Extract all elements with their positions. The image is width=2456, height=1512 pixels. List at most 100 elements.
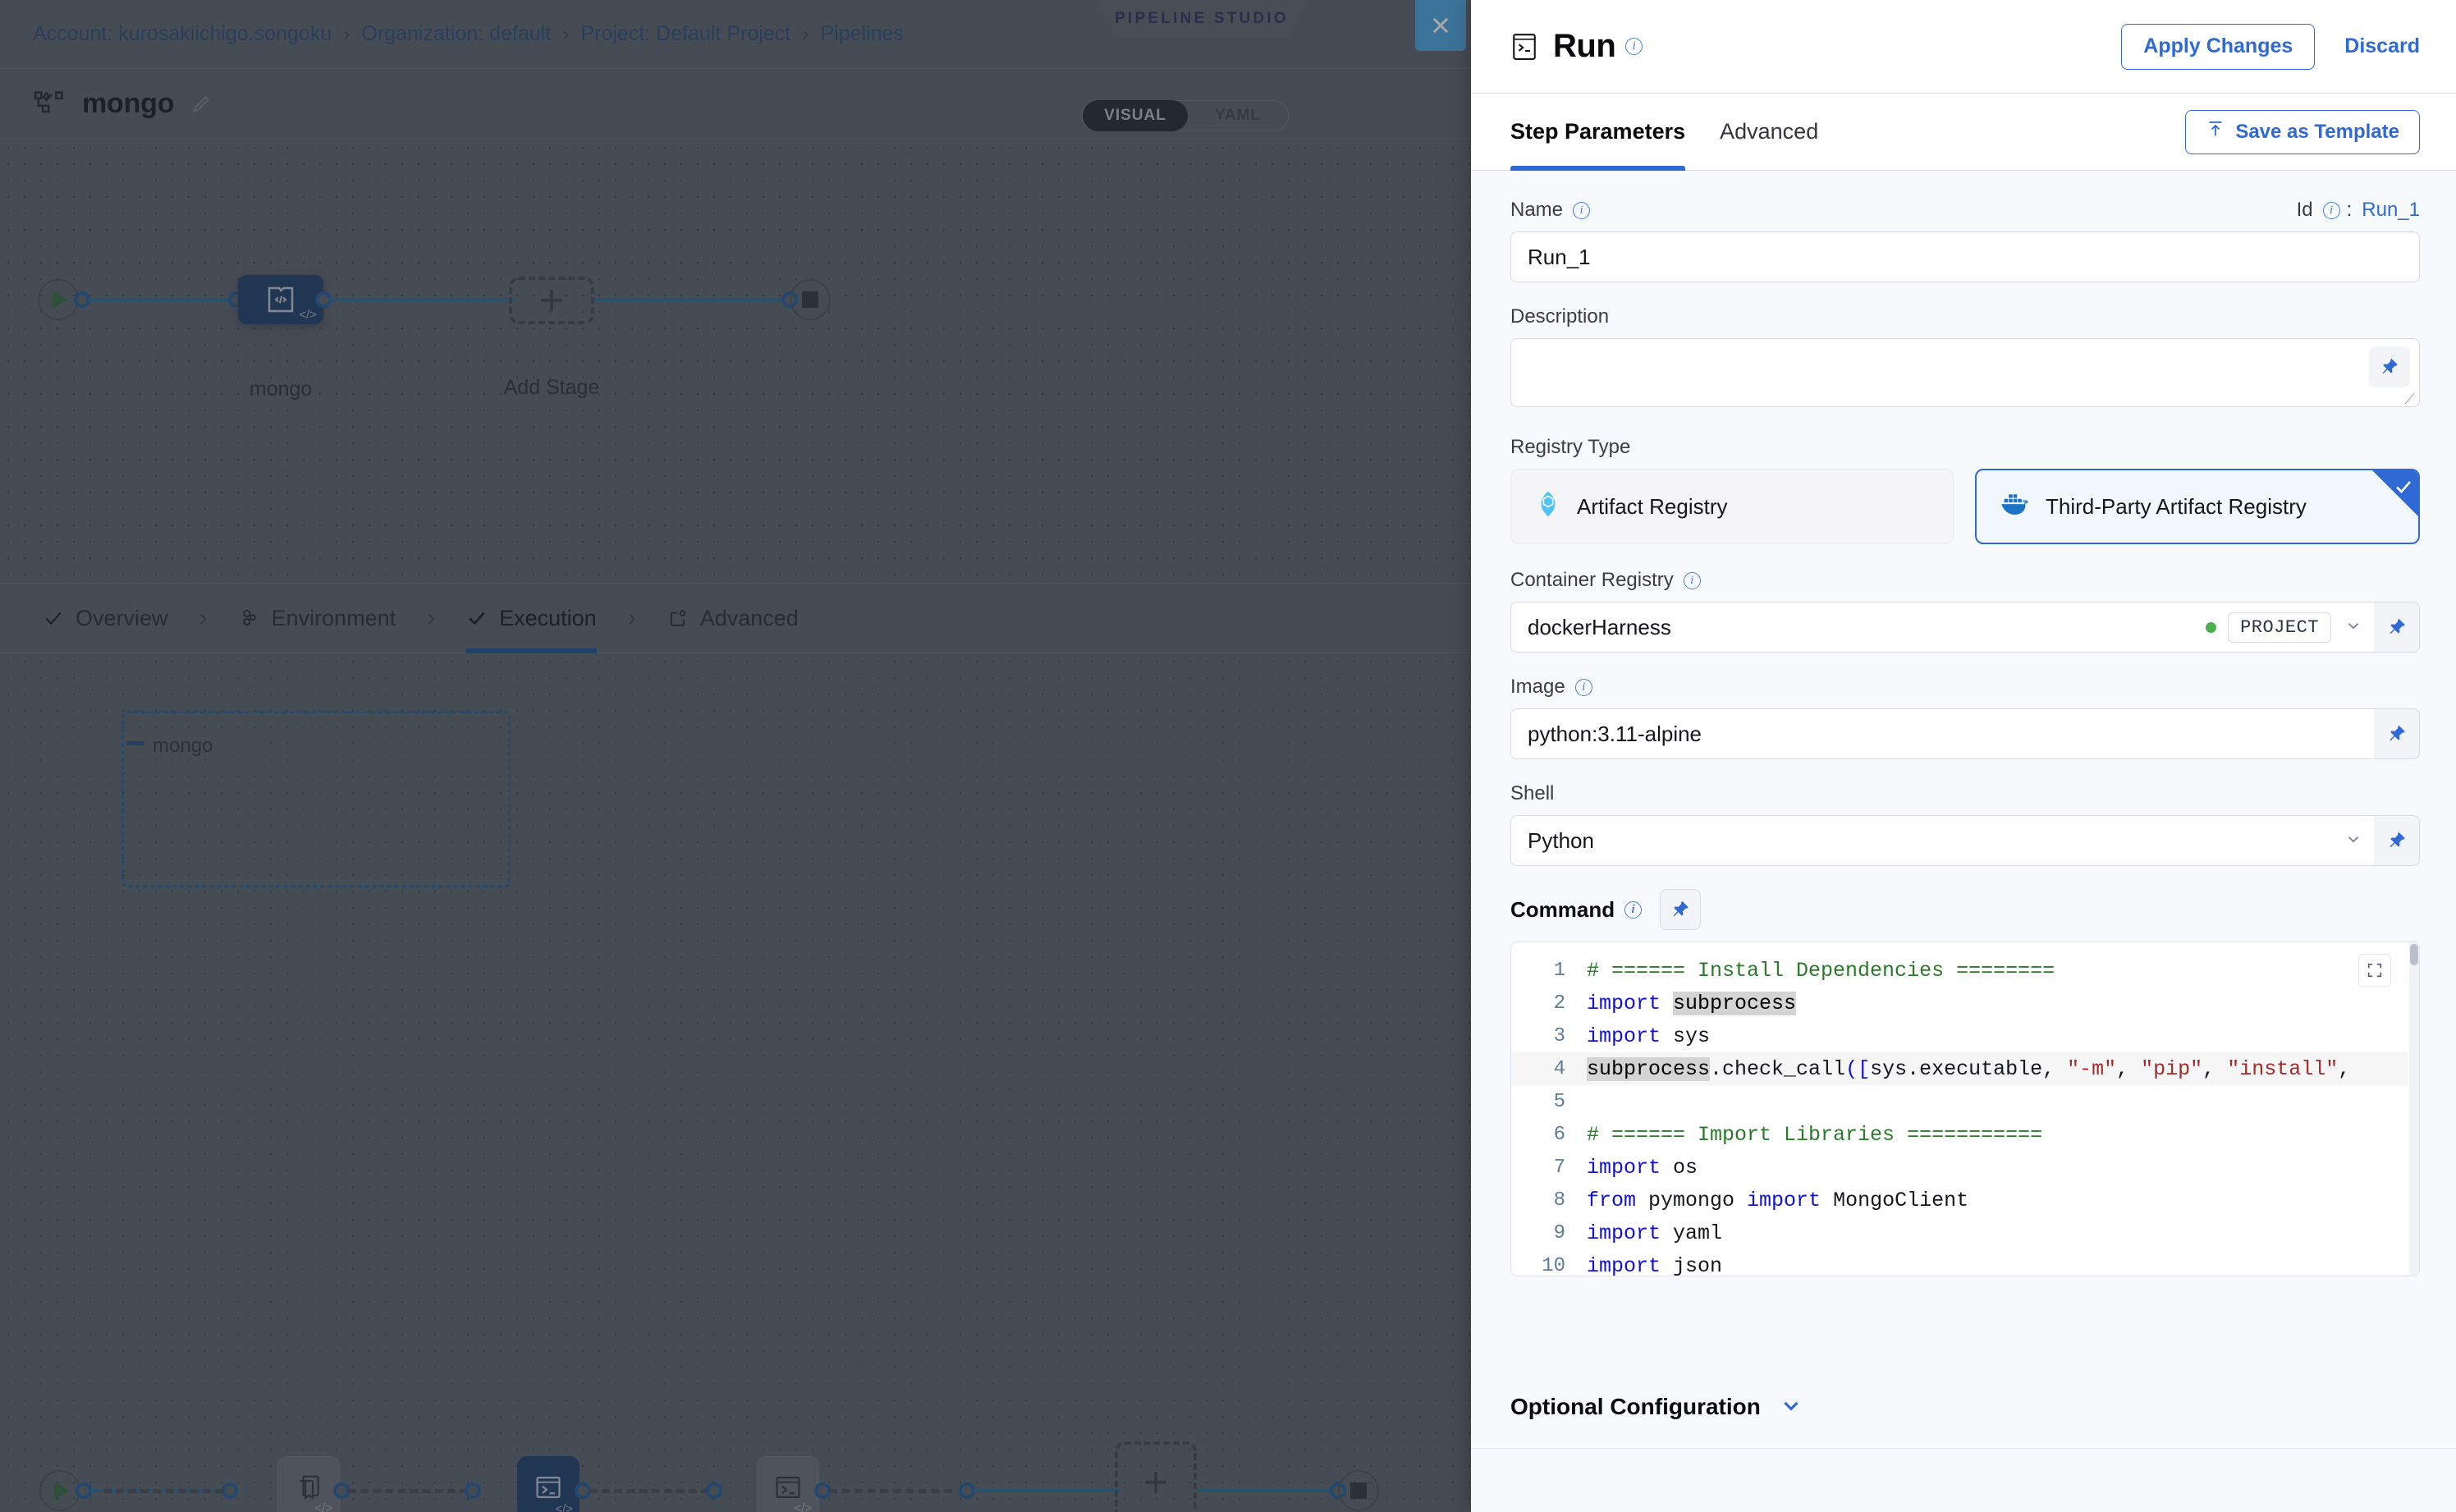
play-icon — [54, 1482, 69, 1500]
chevron-down-icon[interactable] — [2344, 616, 2362, 639]
breadcrumb-item-organization[interactable]: Organization: default — [361, 22, 551, 46]
add-step-button[interactable]: + — [1115, 1441, 1197, 1512]
edge-add-to-end — [594, 298, 790, 301]
code-line: 5 — [1511, 1085, 2408, 1118]
shell-select[interactable]: Python — [1510, 815, 2374, 866]
panel-title: Run — [1553, 28, 1615, 65]
code-token: sys.executable, — [1870, 1057, 2067, 1081]
save-as-template-button[interactable]: Save as Template — [2185, 110, 2420, 154]
minus-icon[interactable] — [126, 741, 144, 745]
code-token: , — [2116, 1057, 2141, 1081]
toggle-option-visual[interactable]: VISUAL — [1083, 100, 1188, 131]
edge-start-to-stage — [89, 298, 235, 301]
step-node-gitclone-1[interactable]: </> — [277, 1456, 340, 1512]
breadcrumb-item-pipelines[interactable]: Pipelines — [820, 22, 903, 46]
description-textarea[interactable] — [1510, 338, 2420, 407]
info-icon[interactable]: i — [2323, 202, 2340, 219]
id-label: Id — [2297, 199, 2313, 222]
tab-overview[interactable]: Overview — [43, 583, 168, 653]
discard-button[interactable]: Discard — [2344, 34, 2420, 58]
code-line-content: subprocess.check_call([sys.executable, "… — [1587, 1057, 2408, 1081]
apply-changes-button[interactable]: Apply Changes — [2121, 24, 2315, 70]
code-token: import — [1587, 1156, 1661, 1180]
step-3-out-port — [814, 1482, 831, 1499]
stage-node-mongo[interactable]: </> — [238, 275, 323, 324]
code-line-number: 6 — [1511, 1124, 1587, 1146]
command-code-editor[interactable]: 1# ====== Install Dependencies ========2… — [1510, 942, 2420, 1276]
check-icon — [43, 607, 64, 629]
stop-icon — [1350, 1482, 1367, 1499]
step-code-badge: </> — [794, 1501, 812, 1512]
registry-option-artifact-registry[interactable]: Artifact Registry — [1510, 469, 1954, 544]
code-line-number: 5 — [1511, 1091, 1587, 1113]
view-mode-toggle[interactable]: VISUAL YAML — [1082, 100, 1289, 131]
info-icon[interactable]: i — [1684, 572, 1701, 589]
pin-icon[interactable] — [2374, 602, 2420, 653]
terminal-step-icon — [1510, 31, 1538, 62]
code-token: import — [1587, 1254, 1661, 1277]
info-icon[interactable]: i — [1573, 202, 1590, 219]
info-icon[interactable]: i — [1575, 679, 1592, 696]
resize-handle[interactable]: ⟋ — [2404, 391, 2415, 408]
shell-label: Shell — [1510, 782, 2420, 805]
check-icon — [466, 607, 488, 629]
code-token: # ====== Install Dependencies ======== — [1587, 959, 2055, 983]
pin-icon[interactable] — [2374, 815, 2420, 866]
git-clone-icon — [292, 1471, 325, 1504]
edge-add-step-to-end — [1197, 1489, 1338, 1492]
name-input[interactable] — [1510, 231, 2420, 282]
optional-configuration-toggle[interactable]: Optional Configuration — [1510, 1366, 1803, 1448]
tab-advanced[interactable]: Advanced — [667, 583, 799, 653]
panel-body: Name i Id i : Run_1 Description — [1471, 171, 2456, 1448]
info-icon[interactable]: i — [1624, 901, 1642, 919]
tab-environment[interactable]: Environment — [239, 583, 396, 653]
info-icon[interactable]: i — [1625, 38, 1643, 55]
code-scrollbar-thumb[interactable] — [2410, 944, 2418, 965]
code-line-content: import os — [1587, 1156, 2408, 1180]
edge-group-to-add-step — [974, 1489, 1120, 1492]
toggle-option-yaml[interactable]: YAML — [1188, 100, 1288, 131]
breadcrumb-item-project[interactable]: Project: Default Project — [580, 22, 790, 46]
start-port — [74, 291, 90, 308]
breadcrumb-separator: › — [343, 22, 350, 46]
code-token: from — [1587, 1189, 1636, 1212]
step-node-run-1[interactable]: </> — [517, 1456, 580, 1512]
code-token: MongoClient — [1821, 1189, 1968, 1212]
tab-advanced[interactable]: Advanced — [1720, 94, 1818, 171]
tab-step-parameters[interactable]: Step Parameters — [1510, 94, 1685, 171]
registry-option-label: Artifact Registry — [1577, 494, 1728, 520]
optional-configuration-label: Optional Configuration — [1510, 1394, 1761, 1420]
close-panel-button[interactable] — [1415, 0, 1466, 51]
shell-field: Python — [1510, 815, 2420, 866]
registry-option-third-party-artifact-registry[interactable]: Third-Party Artifact Registry — [1975, 469, 2420, 544]
save-as-template-label: Save as Template — [2235, 121, 2399, 144]
step-node-run-2[interactable]: </> — [757, 1456, 819, 1512]
container-registry-select[interactable]: dockerHarness PROJECT — [1510, 602, 2374, 653]
chevron-down-icon[interactable] — [2344, 830, 2362, 852]
code-line: 6# ====== Import Libraries =========== — [1511, 1118, 2408, 1151]
tab-execution[interactable]: Execution — [466, 583, 597, 653]
breadcrumb-item-account[interactable]: Account: kurosakiichigo.songoku — [33, 22, 332, 46]
code-token — [1661, 992, 1673, 1015]
shell-value: Python — [1528, 828, 2331, 854]
image-field — [1510, 708, 2420, 759]
tab-label: Advanced — [1720, 119, 1818, 144]
image-label-wrap: Image i — [1510, 676, 2420, 699]
expand-icon[interactable] — [2358, 954, 2391, 987]
code-token: import — [1587, 1221, 1661, 1245]
pin-icon[interactable] — [1660, 889, 1701, 930]
code-line-number: 10 — [1511, 1255, 1587, 1277]
stage-canvas[interactable]: </> mongo + Add Stage — [0, 140, 1471, 583]
check-icon — [2394, 477, 2413, 497]
image-input[interactable] — [1510, 708, 2374, 759]
pencil-icon[interactable] — [190, 94, 212, 115]
pin-icon[interactable] — [2369, 346, 2410, 387]
pipeline-nodes-icon — [33, 89, 69, 119]
code-scrollbar[interactable] — [2409, 942, 2419, 1276]
pin-icon[interactable] — [2374, 708, 2420, 759]
add-stage-button[interactable]: + — [509, 277, 594, 324]
code-token: subprocess — [1673, 992, 1796, 1015]
plus-icon: + — [539, 279, 564, 322]
command-label-wrap: Command i — [1510, 897, 1642, 923]
